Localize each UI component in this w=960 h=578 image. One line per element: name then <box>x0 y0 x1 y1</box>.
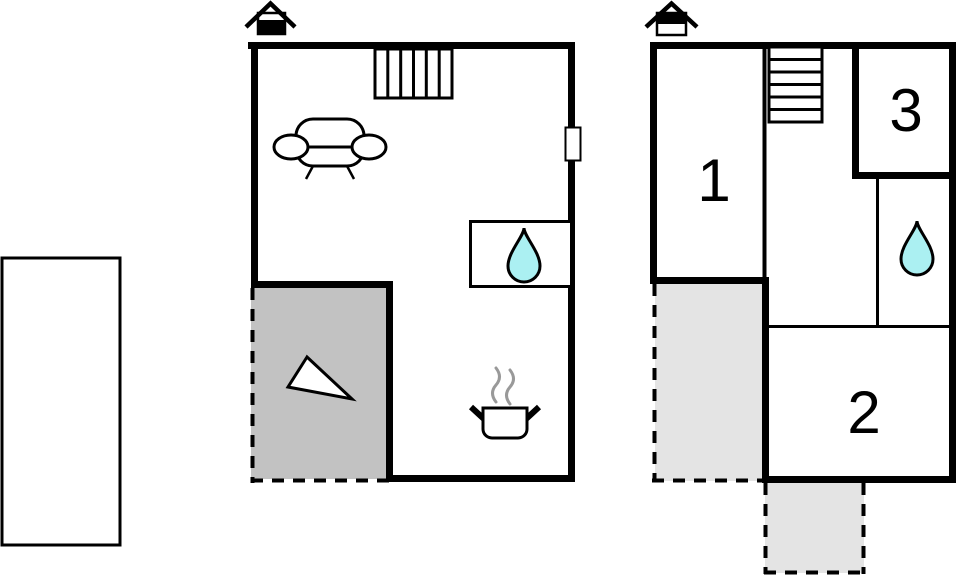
terrace-open-edge <box>652 284 866 575</box>
stairs-treads <box>386 49 441 98</box>
balcony-terrace-area <box>765 481 864 573</box>
stairs-icon <box>767 45 824 124</box>
water-drop-icon <box>899 219 935 277</box>
steam-icon <box>491 366 501 404</box>
entrance-house-fill <box>657 13 686 24</box>
entrance-house-fill <box>258 20 285 34</box>
terrace-open-edge <box>250 288 389 483</box>
stairs-treads <box>769 58 822 111</box>
steam-icon <box>505 368 515 406</box>
entrance-roof <box>244 0 297 29</box>
shower-room-walls <box>765 175 953 328</box>
kitchen-icon <box>468 366 542 440</box>
sofa-armrest-right <box>350 133 388 161</box>
sofa-armrest-left <box>272 133 310 161</box>
sofa-icon <box>272 117 388 180</box>
ground-floor-plan <box>244 0 582 483</box>
window-marker <box>564 126 582 162</box>
room-1-label: 1 <box>697 147 730 214</box>
kitchen-pot-icon <box>481 406 529 440</box>
stairs-icon <box>373 47 454 100</box>
entrance-icon <box>644 0 699 37</box>
bathroom <box>469 220 573 288</box>
triangle-marker-icon <box>285 354 357 402</box>
sofa-leg-left <box>304 165 315 180</box>
sofa-leg-right <box>345 165 356 180</box>
terrace-area <box>655 284 763 481</box>
room-2-label: 2 <box>847 379 880 446</box>
swimming-pool <box>0 256 122 547</box>
entrance-icon <box>244 0 297 36</box>
entrance-roof <box>644 0 699 29</box>
room-3-label: 3 <box>889 77 922 144</box>
first-floor-plan: 1 2 3 <box>644 0 956 575</box>
